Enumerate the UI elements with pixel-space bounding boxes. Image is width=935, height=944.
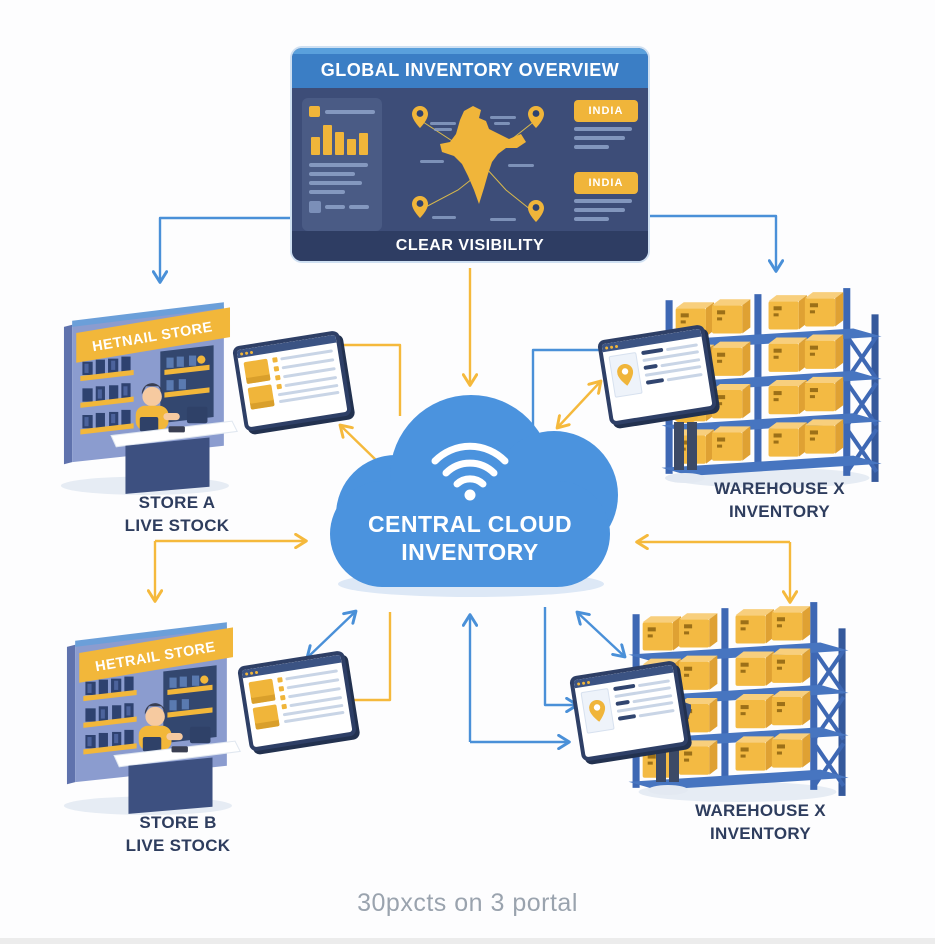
product-thumbnail <box>247 384 275 410</box>
warehouse-rack <box>628 602 849 796</box>
region-badge-india-2: INDIA <box>573 172 638 194</box>
legend-square-icon <box>309 106 320 117</box>
arrow-dashboard-to-store-a <box>160 216 293 281</box>
checkout-counter <box>110 406 238 494</box>
warehouse-top-screen <box>596 324 718 426</box>
map-pins <box>411 106 544 222</box>
warehouse-bottom-illustration <box>628 602 849 802</box>
text-line <box>325 109 375 114</box>
stats-panel-header <box>309 106 375 117</box>
arrow-cloud-to-warehouse-top-screen <box>531 350 628 428</box>
store-b-illustration: HETRAIL STORE <box>63 622 241 815</box>
store-b-screen <box>236 650 358 752</box>
store-shelves <box>80 356 134 435</box>
warehouse-bottom-screen <box>568 660 690 762</box>
region-badge-india-1: INDIA <box>573 100 638 122</box>
store-b-label: STORE B LIVE STOCK <box>125 813 231 855</box>
location-pin-icon <box>527 200 544 222</box>
pos-register <box>142 737 162 752</box>
dashboard-footer-text: CLEAR VISIBILITY <box>395 237 545 254</box>
person-arm <box>163 412 180 421</box>
location-pin-icon <box>617 363 634 386</box>
person-head <box>142 386 162 407</box>
arrow-cloud-to-store-a-screen <box>330 345 402 416</box>
person-head <box>145 706 165 727</box>
location-card <box>608 351 643 398</box>
pos-register <box>139 417 159 432</box>
stats-panel-footer <box>309 201 375 213</box>
pos-register <box>186 406 208 424</box>
warehouse-top-label: WAREHOUSE X INVENTORY <box>714 479 845 521</box>
india-map-shape <box>439 106 526 204</box>
store-a-label: STORE A LIVE STOCK <box>124 493 230 535</box>
store-a-screen <box>231 330 353 432</box>
cloud-title: CENTRAL CLOUD INVENTORY <box>330 511 610 566</box>
india-map-panel <box>390 98 566 231</box>
store-clerk <box>138 703 183 751</box>
global-inventory-dashboard: GLOBAL INVENTORY OVERVIEW <box>292 48 648 261</box>
bar-chart-icon <box>311 123 373 155</box>
person-leg <box>674 422 684 470</box>
central-cloud: CENTRAL CLOUD INVENTORY <box>330 395 618 600</box>
dashboard-header: GLOBAL INVENTORY OVERVIEW <box>292 48 648 88</box>
dashboard-title: GLOBAL INVENTORY OVERVIEW <box>320 59 620 80</box>
rack-beams <box>661 328 882 476</box>
map-caption-lines <box>419 116 534 221</box>
region-text-lines <box>573 199 638 221</box>
arrow-dashboard-to-warehouse-top <box>643 214 776 270</box>
card-terminal <box>171 746 188 753</box>
screen-inventory-list <box>641 342 704 392</box>
product-thumbnail <box>252 704 280 730</box>
screen-product-images <box>248 678 280 734</box>
india-map-graphic <box>411 106 544 222</box>
arrow-cloud-upleft-diagonal <box>341 426 377 461</box>
dashboard-footer: CLEAR VISIBILITY <box>292 231 648 261</box>
wifi-icon <box>431 442 509 501</box>
person-leg <box>656 734 666 782</box>
arrow-cloud-store-b-bidirectional <box>308 612 355 657</box>
arrow-cloud-to-warehouse-bottom-screen <box>543 607 576 705</box>
location-card <box>580 687 615 734</box>
person-hair <box>141 383 163 395</box>
wall-side-edge <box>66 644 76 785</box>
store-a-illustration: HETNAIL STORE <box>60 302 238 495</box>
location-pin-icon <box>589 699 606 722</box>
arrow-cloud-to-store-b-screen <box>340 612 392 700</box>
bottom-caption: 30pxcts on 3 portal <box>357 889 578 917</box>
region-text-lines <box>573 127 638 149</box>
person-hair <box>144 703 166 715</box>
location-pin-icon <box>411 196 428 218</box>
cloud-title-line2: INVENTORY <box>401 538 539 565</box>
warehouse-bottom-label: WAREHOUSE X INVENTORY <box>695 801 826 843</box>
product-thumbnail <box>243 358 271 385</box>
person-leg <box>669 734 679 782</box>
dashboard-body: INDIA INDIA <box>292 88 648 231</box>
cloud-title-line1: CENTRAL CLOUD <box>367 511 573 537</box>
region-info-panel: INDIA INDIA <box>573 98 638 231</box>
stats-text-lines <box>309 163 375 194</box>
arrow-cloud-warehouse-top-bidirectional <box>558 382 600 427</box>
arrow-cloud-warehouse-bottom-bidirectional <box>578 613 624 656</box>
screen-stock-list <box>272 348 340 409</box>
stats-panel <box>302 98 382 231</box>
checkout-counter <box>113 726 241 814</box>
location-pin-icon <box>527 106 544 128</box>
pos-register <box>189 726 211 744</box>
screen-stock-list <box>277 668 345 729</box>
product-thumbnail <box>248 678 276 705</box>
wall-side-edge <box>63 324 73 465</box>
thumbnail-square-icon <box>309 201 321 213</box>
display-cabinet <box>160 345 214 424</box>
store-shelves <box>83 676 137 755</box>
person-leg <box>687 422 697 470</box>
screen-product-images <box>243 358 275 414</box>
screen-inventory-list <box>613 678 676 728</box>
person-arm <box>166 732 183 741</box>
card-terminal <box>168 426 185 433</box>
image-bottom-edge <box>0 938 935 944</box>
display-cabinet <box>163 665 217 744</box>
location-pin-icon <box>411 106 428 128</box>
